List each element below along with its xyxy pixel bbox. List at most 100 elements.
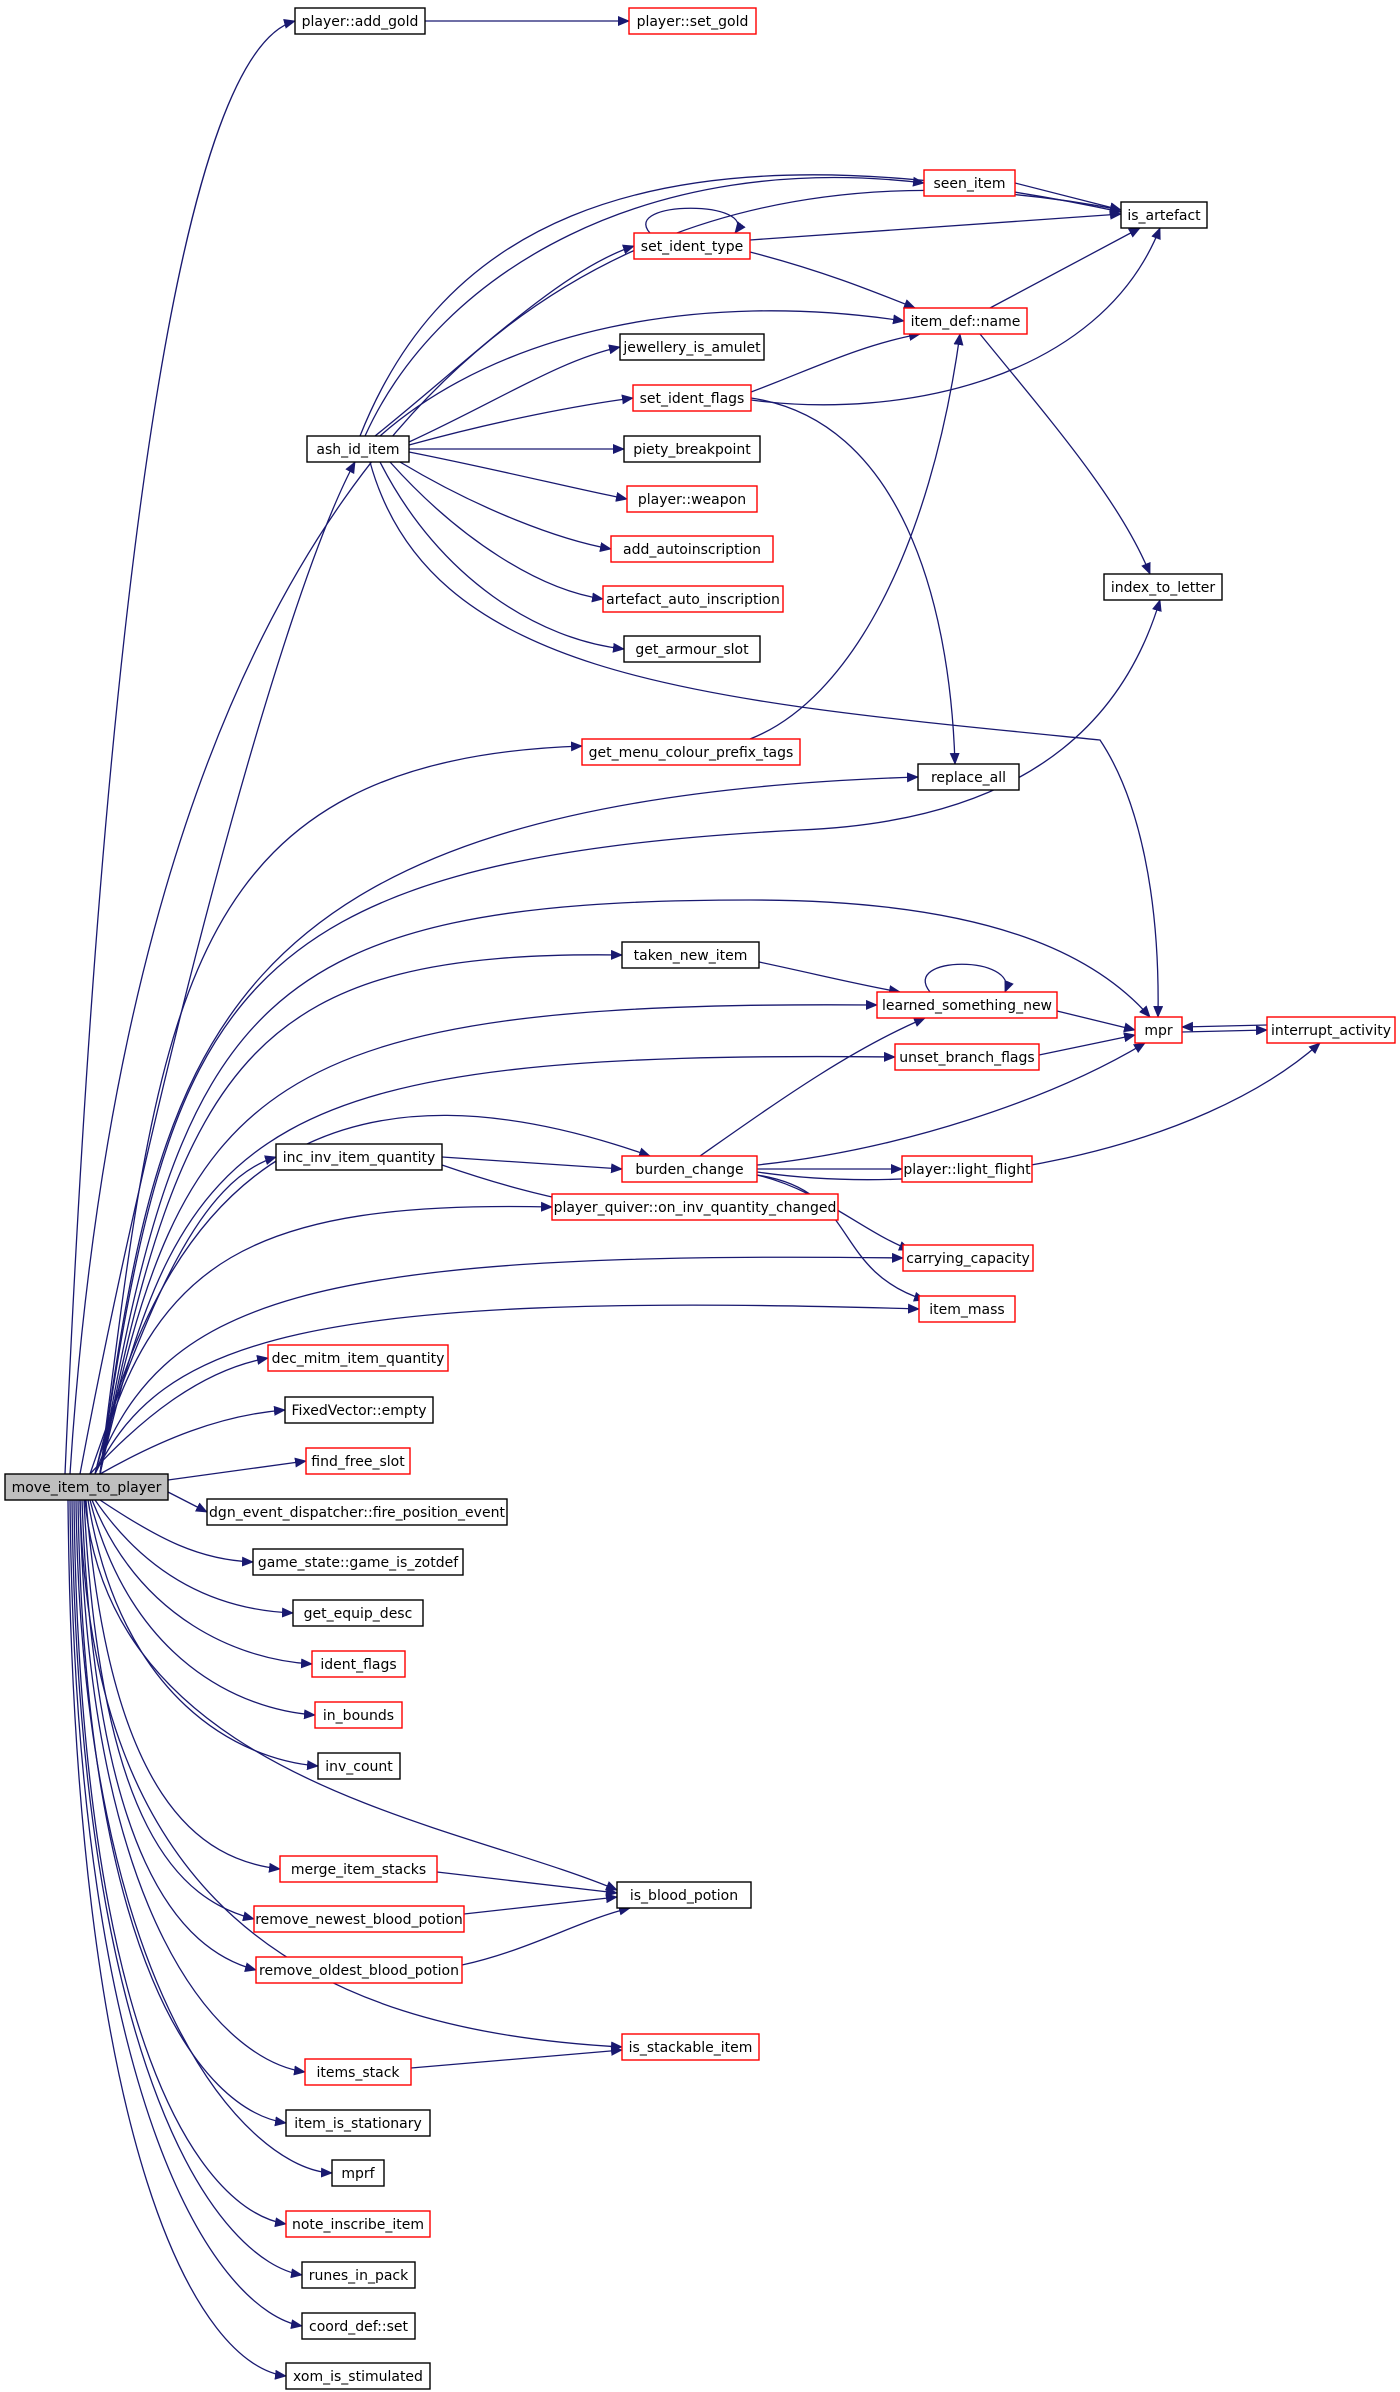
node-box xyxy=(923,169,1016,197)
node-set-gold[interactable]: player::set_gold xyxy=(628,7,757,35)
node-index-to-letter[interactable]: index_to_letter xyxy=(1103,573,1223,601)
node-set-ident-type[interactable]: set_ident_type xyxy=(633,232,751,260)
node-interrupt-activity[interactable]: interrupt_activity xyxy=(1266,1016,1396,1044)
node-note-inscribe-item[interactable]: note_inscribe_item xyxy=(285,2210,431,2238)
node-label: coord_def::set xyxy=(309,2319,408,2335)
node-items-stack[interactable]: items_stack xyxy=(304,2058,412,2086)
edge-root-to-get_menu_colour_prefix_tags xyxy=(99,741,583,1475)
node-label: mprf xyxy=(341,2166,375,2182)
node-label: burden_change xyxy=(635,1162,743,1178)
node-artefact-auto-inscription[interactable]: artefact_auto_inscription xyxy=(602,585,784,613)
node-jewellery-is-amulet[interactable]: jewellery_is_amulet xyxy=(619,333,765,361)
node-box xyxy=(1120,201,1208,229)
node-box xyxy=(918,1295,1016,1323)
node-item-def-name[interactable]: item_def::name xyxy=(903,307,1028,335)
node-mprf[interactable]: mprf xyxy=(331,2159,385,2187)
node-box xyxy=(314,1701,403,1729)
node-label: jewellery_is_amulet xyxy=(622,340,761,356)
edge-set_ident_flags-to-item_def_name xyxy=(750,331,921,393)
edge-items_stack-to-is_stackable_item xyxy=(410,2045,623,2069)
node-label: item_mass xyxy=(929,1302,1004,1318)
node-label: note_inscribe_item xyxy=(292,2217,424,2233)
node-box xyxy=(255,1956,463,1984)
node-seen-item[interactable]: seen_item xyxy=(923,169,1016,197)
node-label: player::set_gold xyxy=(637,14,749,30)
node-is-blood-potion[interactable]: is_blood_potion xyxy=(616,1881,752,1909)
node-label: add_autoinscription xyxy=(623,542,761,558)
node-find-free-slot[interactable]: find_free_slot xyxy=(305,1447,411,1475)
node-inv-count[interactable]: inv_count xyxy=(317,1752,401,1780)
node-label: replace_all xyxy=(931,770,1006,786)
node-xom-is-stimulated[interactable]: xom_is_stimulated xyxy=(285,2362,431,2390)
edge-root-to-unset_branch_flags xyxy=(99,1051,896,1475)
node-box xyxy=(621,1155,758,1183)
node-taken-new-item[interactable]: taken_new_item xyxy=(621,941,760,969)
node-remove-oldest-blood-potion[interactable]: remove_oldest_blood_potion xyxy=(255,1956,463,1984)
edge-burden_change-to-item_mass xyxy=(756,1174,926,1302)
edge-root-to-xom_is_stimulated xyxy=(67,1499,287,2380)
edge-item_def_name-to-index_to_letter xyxy=(979,333,1151,575)
node-get-menu-colour-prefix-tags[interactable]: get_menu_colour_prefix_tags xyxy=(581,738,801,766)
node-dgn-event[interactable]: dgn_event_dispatcher::fire_position_even… xyxy=(206,1498,508,1526)
edge-learned_something_new-to-mpr xyxy=(1056,1010,1136,1033)
node-runes-in-pack[interactable]: runes_in_pack xyxy=(301,2261,416,2289)
node-coord-def-set[interactable]: coord_def::set xyxy=(301,2312,416,2340)
node-unset-branch-flags[interactable]: unset_branch_flags xyxy=(894,1043,1040,1071)
node-label: taken_new_item xyxy=(634,948,748,964)
node-merge-item-stacks[interactable]: merge_item_stacks xyxy=(279,1855,438,1883)
node-box xyxy=(275,1143,443,1171)
node-player-quiver[interactable]: player_quiver::on_inv_quantity_changed xyxy=(551,1193,839,1221)
node-dec-mitm-item-quantity[interactable]: dec_mitm_item_quantity xyxy=(267,1344,449,1372)
node-burden-change[interactable]: burden_change xyxy=(621,1155,758,1183)
node-label: is_artefact xyxy=(1127,208,1201,224)
node-player-light-flight[interactable]: player::light_flight xyxy=(901,1155,1033,1183)
node-is-artefact[interactable]: is_artefact xyxy=(1120,201,1208,229)
node-label: xom_is_stimulated xyxy=(293,2369,423,2385)
node-label: dec_mitm_item_quantity xyxy=(272,1351,445,1367)
node-box xyxy=(304,2058,412,2086)
node-label: get_equip_desc xyxy=(304,1606,413,1622)
node-box xyxy=(294,7,426,35)
node-add-gold[interactable]: player::add_gold xyxy=(294,7,426,35)
node-label: mpr xyxy=(1144,1023,1173,1039)
node-remove-newest-blood-potion[interactable]: remove_newest_blood_potion xyxy=(253,1905,465,1933)
node-get-equip-desc[interactable]: get_equip_desc xyxy=(292,1599,424,1627)
node-learned-something-new[interactable]: learned_something_new xyxy=(876,991,1058,1019)
edge-root-to-player_quiver xyxy=(94,1201,553,1475)
node-set-ident-flags[interactable]: set_ident_flags xyxy=(632,384,752,412)
node-ident-flags[interactable]: ident_flags xyxy=(311,1650,406,1678)
edge-root-to-coord_def_set xyxy=(69,1499,303,2330)
node-label: seen_item xyxy=(933,176,1005,192)
node-replace-all[interactable]: replace_all xyxy=(917,763,1020,791)
edge-seen_item-to-is_artefact xyxy=(1014,182,1122,213)
node-label: runes_in_pack xyxy=(309,2268,409,2284)
edge-item_def_name-to-is_artefact xyxy=(989,227,1141,309)
node-box xyxy=(1266,1016,1396,1044)
edge-ash_id_item-to-mpr xyxy=(369,461,1164,1018)
node-game-is-zotdef[interactable]: game_state::game_is_zotdef xyxy=(252,1548,464,1576)
node-piety-breakpoint[interactable]: piety_breakpoint xyxy=(623,435,761,463)
node-label: index_to_letter xyxy=(1111,580,1215,596)
node-get-armour-slot[interactable]: get_armour_slot xyxy=(623,635,761,663)
node-is-stackable-item[interactable]: is_stackable_item xyxy=(621,2033,760,2061)
node-label: dgn_event_dispatcher::fire_position_even… xyxy=(209,1505,505,1521)
node-root[interactable]: move_item_to_player xyxy=(4,1473,169,1501)
node-player-weapon[interactable]: player::weapon xyxy=(626,485,758,513)
node-box xyxy=(4,1473,169,1501)
node-in-bounds[interactable]: in_bounds xyxy=(314,1701,403,1729)
node-fixedvector-empty[interactable]: FixedVector::empty xyxy=(284,1396,434,1424)
edge-set_ident_type-to-is_artefact xyxy=(749,209,1122,241)
node-ash-id-item[interactable]: ash_id_item xyxy=(306,435,410,463)
edge-remove_newest_blood_potion-to-is_blood_potion xyxy=(463,1893,618,1915)
node-label: get_armour_slot xyxy=(635,642,749,658)
node-inc-inv-item-quantity[interactable]: inc_inv_item_quantity xyxy=(275,1143,443,1171)
node-add-autoinscription[interactable]: add_autoinscription xyxy=(610,535,774,563)
node-mpr[interactable]: mpr xyxy=(1134,1016,1183,1044)
node-box xyxy=(331,2159,385,2187)
edge-interrupt_activity-to-mpr xyxy=(1181,1021,1268,1032)
node-item-mass[interactable]: item_mass xyxy=(918,1295,1016,1323)
node-item-is-stationary[interactable]: item_is_stationary xyxy=(285,2109,431,2137)
edge-root-to-mprf xyxy=(75,1499,333,2178)
node-label: FixedVector::empty xyxy=(292,1403,427,1419)
node-carrying-capacity[interactable]: carrying_capacity xyxy=(902,1244,1034,1272)
